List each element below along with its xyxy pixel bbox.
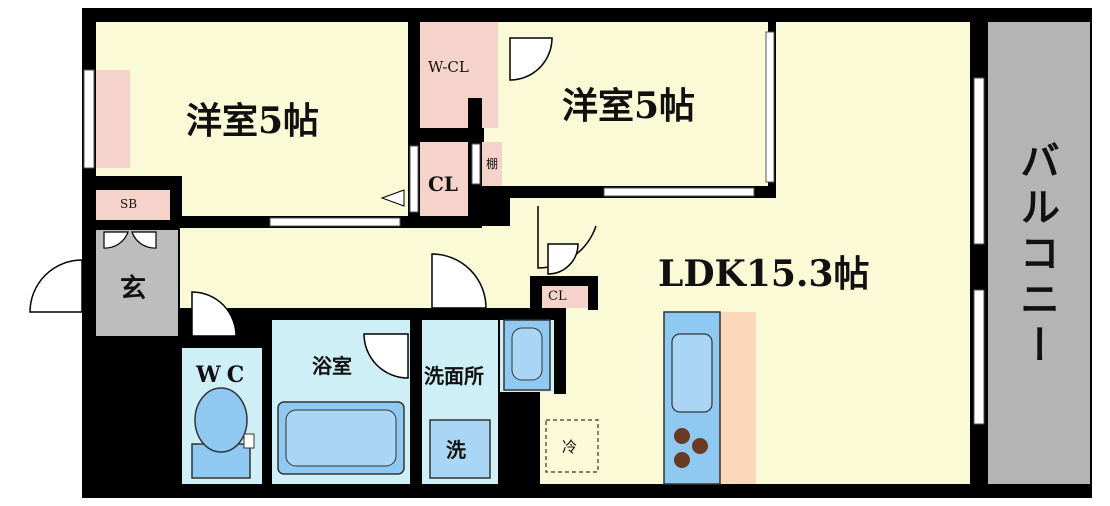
wall-wash-right [498,392,540,486]
sliding-door-bedroom2 [603,187,755,197]
closet1-arrow [380,189,405,207]
western-room-1-label: 洋室5帖 [186,100,320,142]
toilet-bowl [194,387,248,453]
entrance-label: 玄 [120,274,147,304]
fridge-space [545,419,599,473]
sliding-door-bedroom2-side [765,31,775,183]
closet1-door [409,145,419,213]
wall-wet-left [262,308,272,486]
entry-door-swing [29,259,83,313]
washer-label: 洗 [446,438,466,462]
sliding-door-bedroom1 [269,217,401,227]
wall-shoebox [96,176,180,190]
wall-entrance-bottom [96,336,180,496]
wall-closet2-left [530,276,542,310]
wall-closet2 [530,276,598,286]
toilet-door-swing [191,291,237,337]
stove-burner-3 [674,452,690,468]
closet-1-floor [420,142,468,216]
washroom-door-swing [431,253,487,309]
window-balcony-lower [973,289,985,425]
toilet-handle [243,433,255,449]
walk-in-closet-label: W-CL [428,58,469,76]
washroom-label: 洗面所 [424,364,484,388]
ldk-label: LDK15.3帖 [658,253,870,295]
balcony-label: バルコニー [1013,140,1060,370]
bathroom-label: 浴室 [312,354,352,378]
kitchen-sink [671,333,713,413]
wall-bath-wash [410,320,422,486]
wall-wet-top [262,308,558,320]
shoebox-door-swing [103,231,157,249]
wall-shoebox-right [170,176,182,228]
wcl-door-swing [509,37,553,81]
shelf-door [471,143,481,185]
wall-sink-right [554,308,566,394]
toilet-label: WC [196,362,251,388]
closet-2-label: CL [548,289,567,304]
stove-burner-2 [692,438,708,454]
fridge-label: 冷 [562,438,578,456]
bathtub-inner [285,409,397,467]
shoe-box-floor [96,190,170,220]
window-west [83,69,95,169]
shelf-label: 棚 [486,157,499,171]
stove-burner-1 [674,428,690,444]
closet2-door-swing-b [547,243,579,275]
shoe-box-label: SB [120,197,138,211]
wash-basin-inner [511,327,543,381]
window-balcony-upper [973,77,985,245]
kitchen-counter [720,312,756,484]
wall-closet2-right [588,276,598,310]
shelf-floor [482,142,502,186]
closet-2-floor [542,286,588,308]
window-pink-strip [96,70,130,168]
western-room-2-label: 洋室5帖 [562,85,696,127]
closet-1-label: CL [428,172,458,196]
washer-pan [429,419,491,479]
wall-toilet-top [180,336,266,348]
walk-in-closet-floor [420,22,498,128]
bath-door-swing [363,333,409,379]
balcony-floor [988,22,1090,484]
